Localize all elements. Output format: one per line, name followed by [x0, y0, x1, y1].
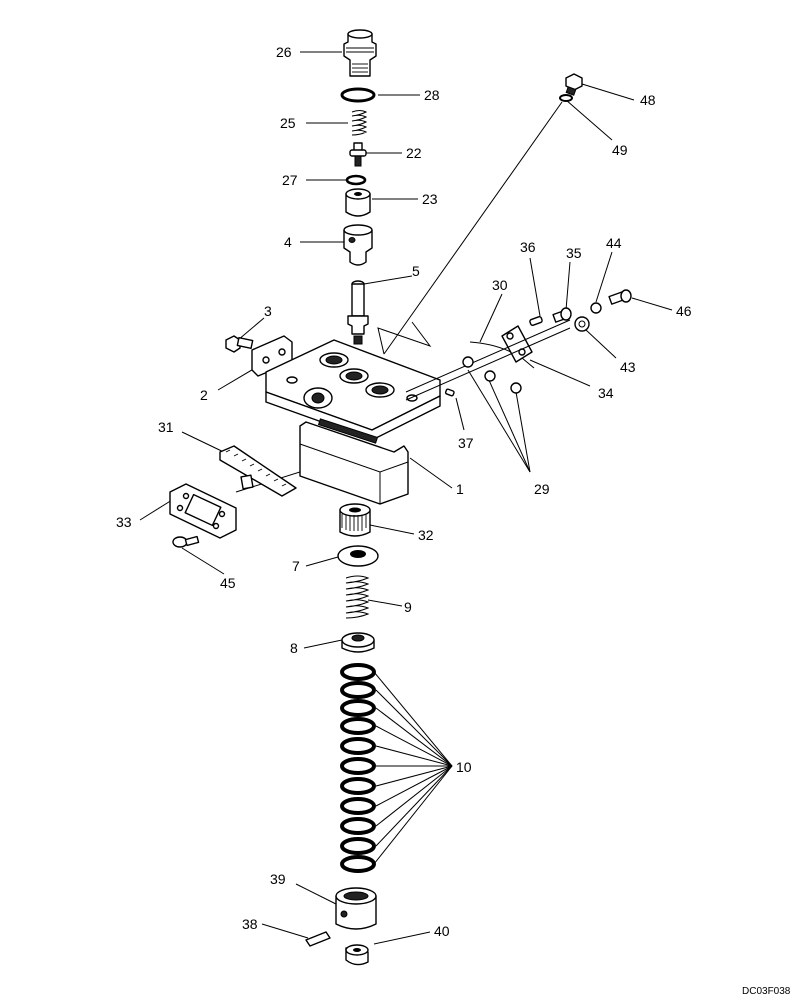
callout-43: 43: [620, 359, 636, 375]
pin-36: [529, 315, 543, 327]
callout-8: 8: [290, 640, 298, 656]
callout-38: 38: [242, 916, 258, 932]
delivery-valve-holder: [343, 29, 377, 77]
callout-9: 9: [404, 599, 412, 615]
clamp-bolt: [225, 335, 254, 353]
callout-34: 34: [598, 385, 614, 401]
bolt-46: [608, 289, 632, 305]
callout-26: 26: [276, 44, 292, 60]
callout-3: 3: [264, 303, 272, 319]
tappet: [335, 887, 377, 930]
callout-45: 45: [220, 575, 236, 591]
callout-4: 4: [284, 234, 292, 250]
pinion-sleeve: [339, 503, 371, 537]
callout-39: 39: [270, 871, 286, 887]
drawing-reference-code: DC03F038: [742, 986, 791, 997]
callout-32: 32: [418, 527, 434, 543]
callout-30: 30: [492, 277, 508, 293]
plunger: [347, 280, 369, 345]
callout-29: 29: [534, 481, 550, 497]
callout-49: 49: [612, 142, 628, 158]
callout-28: 28: [424, 87, 440, 103]
valve-gasket: [345, 174, 367, 186]
callout-22: 22: [406, 145, 422, 161]
callout-10: 10: [456, 759, 472, 775]
assembly-guide-line: [377, 101, 563, 355]
leader-lines: [139, 51, 673, 945]
o-ring: [340, 87, 376, 103]
callout-36: 36: [520, 239, 536, 255]
callout-5: 5: [412, 263, 420, 279]
plunger-barrel: [343, 224, 373, 266]
callout-33: 33: [116, 514, 132, 530]
cover-screw: [172, 535, 200, 548]
washer-43: [574, 316, 590, 332]
washer-44: [590, 302, 602, 314]
callout-23: 23: [422, 191, 438, 207]
callout-40: 40: [434, 923, 450, 939]
cover-plate: [169, 483, 237, 539]
callout-46: 46: [676, 303, 692, 319]
shaft-lines: [405, 319, 571, 401]
callout-31: 31: [158, 419, 174, 435]
pump-housing: [265, 339, 441, 505]
lever-bracket: [501, 325, 533, 363]
top-bolt: [565, 73, 583, 96]
callout-1: 1: [456, 481, 464, 497]
callout-25: 25: [280, 115, 296, 131]
top-washer: [559, 94, 573, 102]
delivery-valve: [349, 142, 367, 167]
upper-spring-seat: [337, 545, 379, 567]
callout-7: 7: [292, 558, 300, 574]
pin-37: [444, 388, 455, 397]
callout-numbers: 26 28 25 22 27 23 4 5 3 2 48 49 36 35 44…: [116, 44, 692, 939]
sleeves-29: [462, 356, 522, 394]
shim-stack: [340, 663, 376, 873]
plunger-spring: [345, 575, 370, 619]
shim-leader-fan: [373, 671, 453, 865]
delivery-valve-spring: [351, 110, 368, 136]
valve-seat: [345, 188, 371, 217]
tappet-roller: [345, 944, 369, 966]
callout-37: 37: [458, 435, 474, 451]
callout-2: 2: [200, 387, 208, 403]
callout-35: 35: [566, 245, 582, 261]
callout-27: 27: [282, 172, 298, 188]
lower-spring-seat: [341, 632, 375, 653]
tappet-pin: [305, 931, 331, 947]
callout-48: 48: [640, 92, 656, 108]
control-rack: [219, 445, 297, 497]
screw-35: [552, 307, 572, 323]
callout-44: 44: [606, 235, 622, 251]
